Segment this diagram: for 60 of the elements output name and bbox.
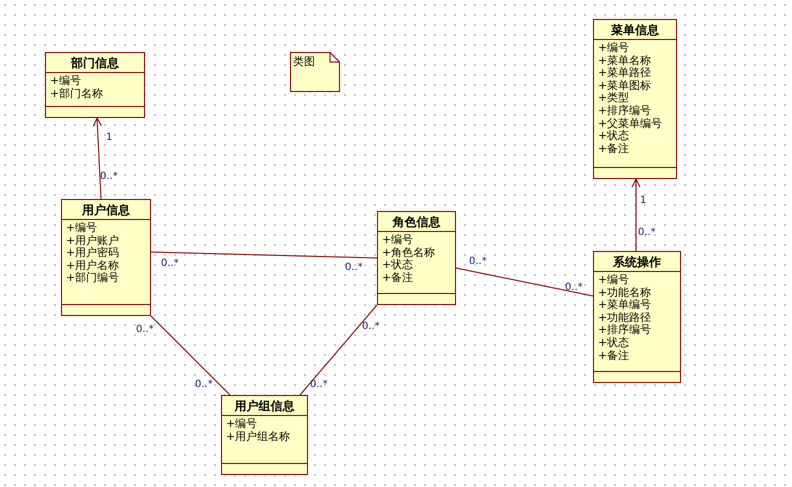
class-attribute: +编号	[598, 42, 630, 55]
class-attribute: +备注	[382, 272, 414, 284]
class-attribute: +用户账户	[66, 234, 120, 247]
class-attribute: +状态	[598, 336, 630, 350]
association-line	[300, 304, 378, 396]
class-attribute: +部门编号	[66, 272, 120, 285]
multiplicity-label: 1	[640, 195, 646, 207]
class-attribute: +菜单图标	[598, 80, 652, 92]
multiplicity-label: 0..*	[565, 282, 583, 294]
class-box	[377, 211, 456, 305]
class-attribute: +功能名称	[598, 286, 652, 299]
class-attribute: +状态	[382, 259, 414, 272]
association-line	[150, 252, 378, 258]
class-attribute: +编号	[598, 274, 630, 287]
multiplicity-label: 0..*	[362, 321, 380, 333]
class-name: 用户组信息	[234, 400, 294, 412]
class-box	[593, 251, 681, 383]
class-attribute: +菜单名称	[598, 54, 652, 67]
multiplicity-label: 0..*	[100, 171, 118, 183]
class-name: 菜单信息	[611, 24, 659, 36]
multiplicity-label: 0..*	[345, 262, 363, 274]
multiplicity-label: 0..*	[469, 256, 487, 268]
class-attribute: +编号	[50, 75, 82, 88]
class-attribute: +备注	[598, 350, 630, 362]
class-attribute: +编号	[66, 222, 98, 234]
class-attribute: +功能路径	[598, 312, 652, 324]
class-attribute: +排序编号	[598, 104, 652, 118]
class-box	[221, 395, 308, 475]
class-attribute: +用户密码	[66, 247, 120, 260]
multiplicity-label: 0..*	[310, 379, 328, 391]
class-attribute: +用户名称	[66, 260, 120, 272]
class-name: 角色信息	[392, 216, 440, 228]
note	[290, 52, 340, 92]
class-name: 用户信息	[82, 204, 130, 216]
association-line	[632, 178, 640, 252]
note-text: 类图	[293, 56, 316, 68]
class-attribute: +编号	[226, 418, 258, 430]
class-attribute: +菜单路径	[598, 67, 652, 80]
class-attribute: +父菜单编号	[598, 118, 664, 130]
multiplicity-label: 1	[106, 132, 112, 144]
class-attribute: +类型	[598, 92, 630, 104]
class-name: 部门信息	[71, 56, 119, 68]
class-attribute: +排序编号	[598, 324, 652, 336]
multiplicity-label: 0..*	[195, 379, 213, 391]
class-attribute: +备注	[598, 142, 630, 156]
class-box	[593, 19, 677, 179]
multiplicity-label: 0..*	[638, 227, 656, 239]
class-attribute: +部门名称	[50, 88, 104, 100]
class-name: 系统操作	[613, 256, 661, 268]
association-line	[456, 268, 594, 296]
class-attribute: +状态	[598, 130, 630, 142]
class-box	[61, 199, 151, 316]
class-attribute: +用户组名称	[226, 430, 292, 444]
association-line	[92, 118, 102, 200]
multiplicity-label: 0..*	[161, 258, 179, 270]
class-attribute: +编号	[382, 234, 414, 247]
multiplicity-label: 0..*	[136, 324, 154, 336]
class-attribute: +角色名称	[382, 246, 436, 259]
class-attribute: +菜单编号	[598, 299, 652, 312]
class-box	[45, 52, 145, 118]
